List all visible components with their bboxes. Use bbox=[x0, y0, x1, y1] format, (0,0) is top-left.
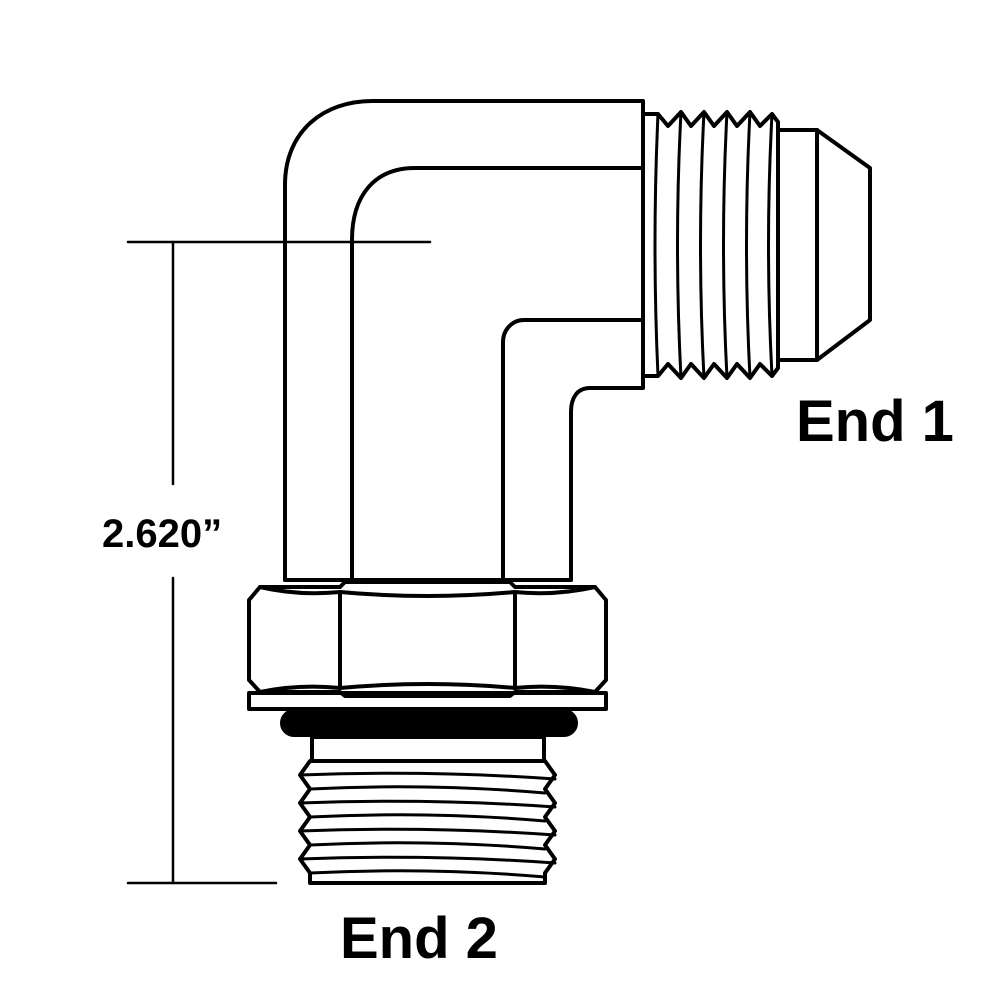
elbow-body bbox=[283, 99, 645, 582]
end1-flare-nose bbox=[776, 128, 872, 362]
relief-groove-neck bbox=[310, 735, 546, 763]
end1-thread-outline bbox=[641, 110, 780, 380]
end2-label: End 2 bbox=[340, 906, 498, 971]
hex-nut-top-chamfer bbox=[258, 585, 597, 598]
hex-nut bbox=[247, 580, 608, 711]
dimension-lines bbox=[126, 240, 432, 885]
o-ring bbox=[280, 709, 578, 737]
end2-thread-outline bbox=[298, 759, 557, 885]
hex-nut-outline bbox=[247, 580, 608, 698]
end2-thread bbox=[298, 759, 557, 885]
hex-nut-bottom-chamfer bbox=[258, 682, 597, 694]
end1-thread-crests bbox=[653, 110, 774, 380]
end1-thread bbox=[641, 110, 780, 380]
elbow-inner-bore-inner bbox=[501, 318, 645, 582]
end2-thread-crests bbox=[298, 771, 557, 879]
end1-label: End 1 bbox=[796, 389, 954, 454]
elbow-inner-bore-outer bbox=[350, 166, 645, 582]
dimension-label: 2.620” bbox=[102, 512, 223, 556]
o-ring-shape bbox=[280, 709, 578, 737]
elbow-outer-contour bbox=[283, 99, 645, 582]
